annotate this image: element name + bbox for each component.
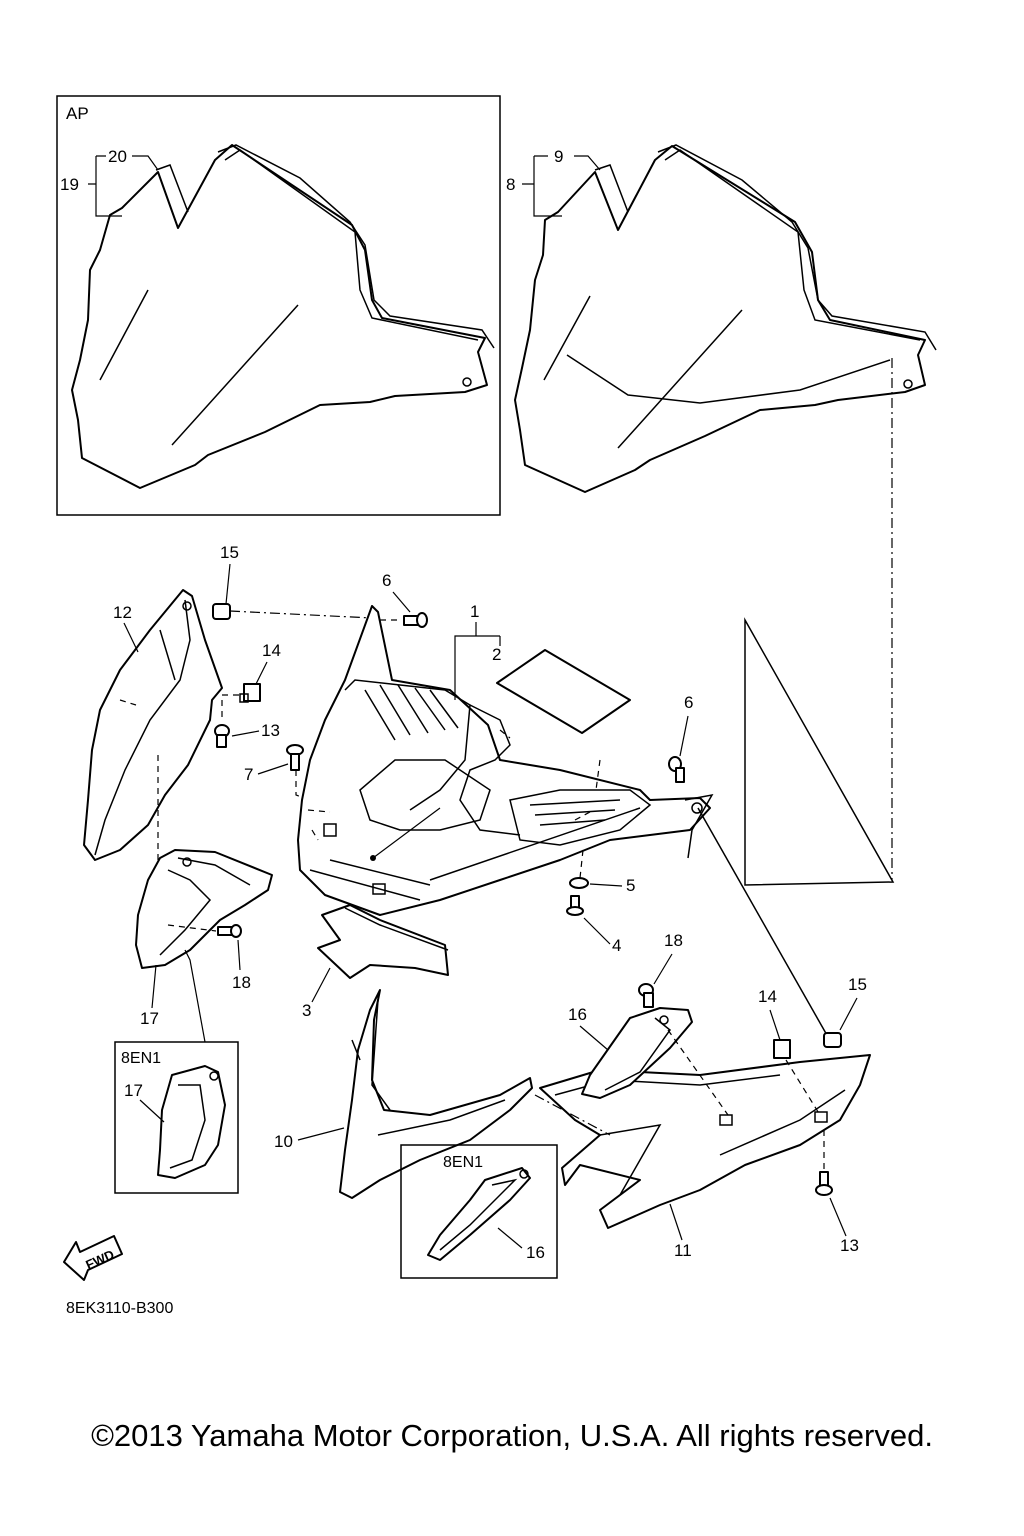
duct-17 [135,849,273,969]
panel-2 [496,649,631,734]
callout-10: 10 [274,1132,293,1151]
ap-box [56,95,501,516]
callout-9: 9 [554,147,563,166]
callout-5: 5 [626,876,635,895]
ap-label: AP [66,104,89,123]
callout-13a: 13 [261,721,280,740]
diagram-code: 8EK3110-B300 [66,1300,173,1317]
callout-8: 8 [506,175,515,194]
screw-13a [214,724,230,748]
grommet-15b [823,1032,842,1048]
callout-2: 2 [492,645,501,664]
callout-19: 19 [60,175,79,194]
callout-15b: 15 [848,975,867,994]
screw-18b [638,983,654,1008]
screw-4 [566,895,584,916]
callout-18b: 18 [664,931,683,950]
side-panel-12 [83,589,223,861]
duct-17-variant [157,1065,226,1179]
lower-cowling-10 [339,989,533,1199]
callout-1: 1 [470,602,479,621]
callout-4: 4 [612,936,621,955]
lower-cowling-11 [539,1054,871,1229]
variant-label-a: 8EN1 [121,1050,161,1067]
fwd-arrow-icon: FWD [63,1235,123,1281]
callout-18a: 18 [232,973,251,992]
screw-7 [286,744,304,771]
callout-7: 7 [244,765,253,784]
callouts-19-20: 19 20 [60,147,159,217]
callout-14b: 14 [758,987,777,1006]
grommet-15a [212,603,231,620]
windshield-ap [71,144,495,489]
callout-17b: 17 [124,1081,143,1100]
callout-16a: 16 [568,1005,587,1024]
callout-6a: 6 [382,571,391,590]
nut-14a [239,683,261,703]
callout-20: 20 [108,147,127,166]
callout-3: 3 [302,1001,311,1020]
washer-5 [569,877,589,889]
nut-14b [773,1039,791,1059]
screw-18a [217,924,242,938]
callout-16b: 16 [526,1243,545,1262]
callout-14a: 14 [262,641,281,660]
callout-13b: 13 [840,1236,859,1255]
copyright-notice: ©2013 Yamaha Motor Corporation, U.S.A. A… [91,1418,933,1453]
callouts-8-9: 8 9 [506,147,601,217]
under-panel-3 [317,904,449,979]
variant-label-b: 8EN1 [443,1154,483,1171]
callout-11: 11 [674,1241,692,1260]
callout-17a: 17 [140,1009,159,1028]
intake-16-variant [427,1167,531,1261]
windshield [514,144,937,493]
variant-box-a [114,1041,239,1194]
screw-6b [668,756,685,783]
callout-6b: 6 [684,693,693,712]
callout-15a: 15 [220,543,239,562]
intake-16 [581,1007,693,1099]
callout-12: 12 [113,603,132,622]
screw-13b [815,1171,833,1196]
screw-6a [403,612,428,628]
variant-box-b [400,1144,558,1279]
upper-cowling [297,605,714,916]
